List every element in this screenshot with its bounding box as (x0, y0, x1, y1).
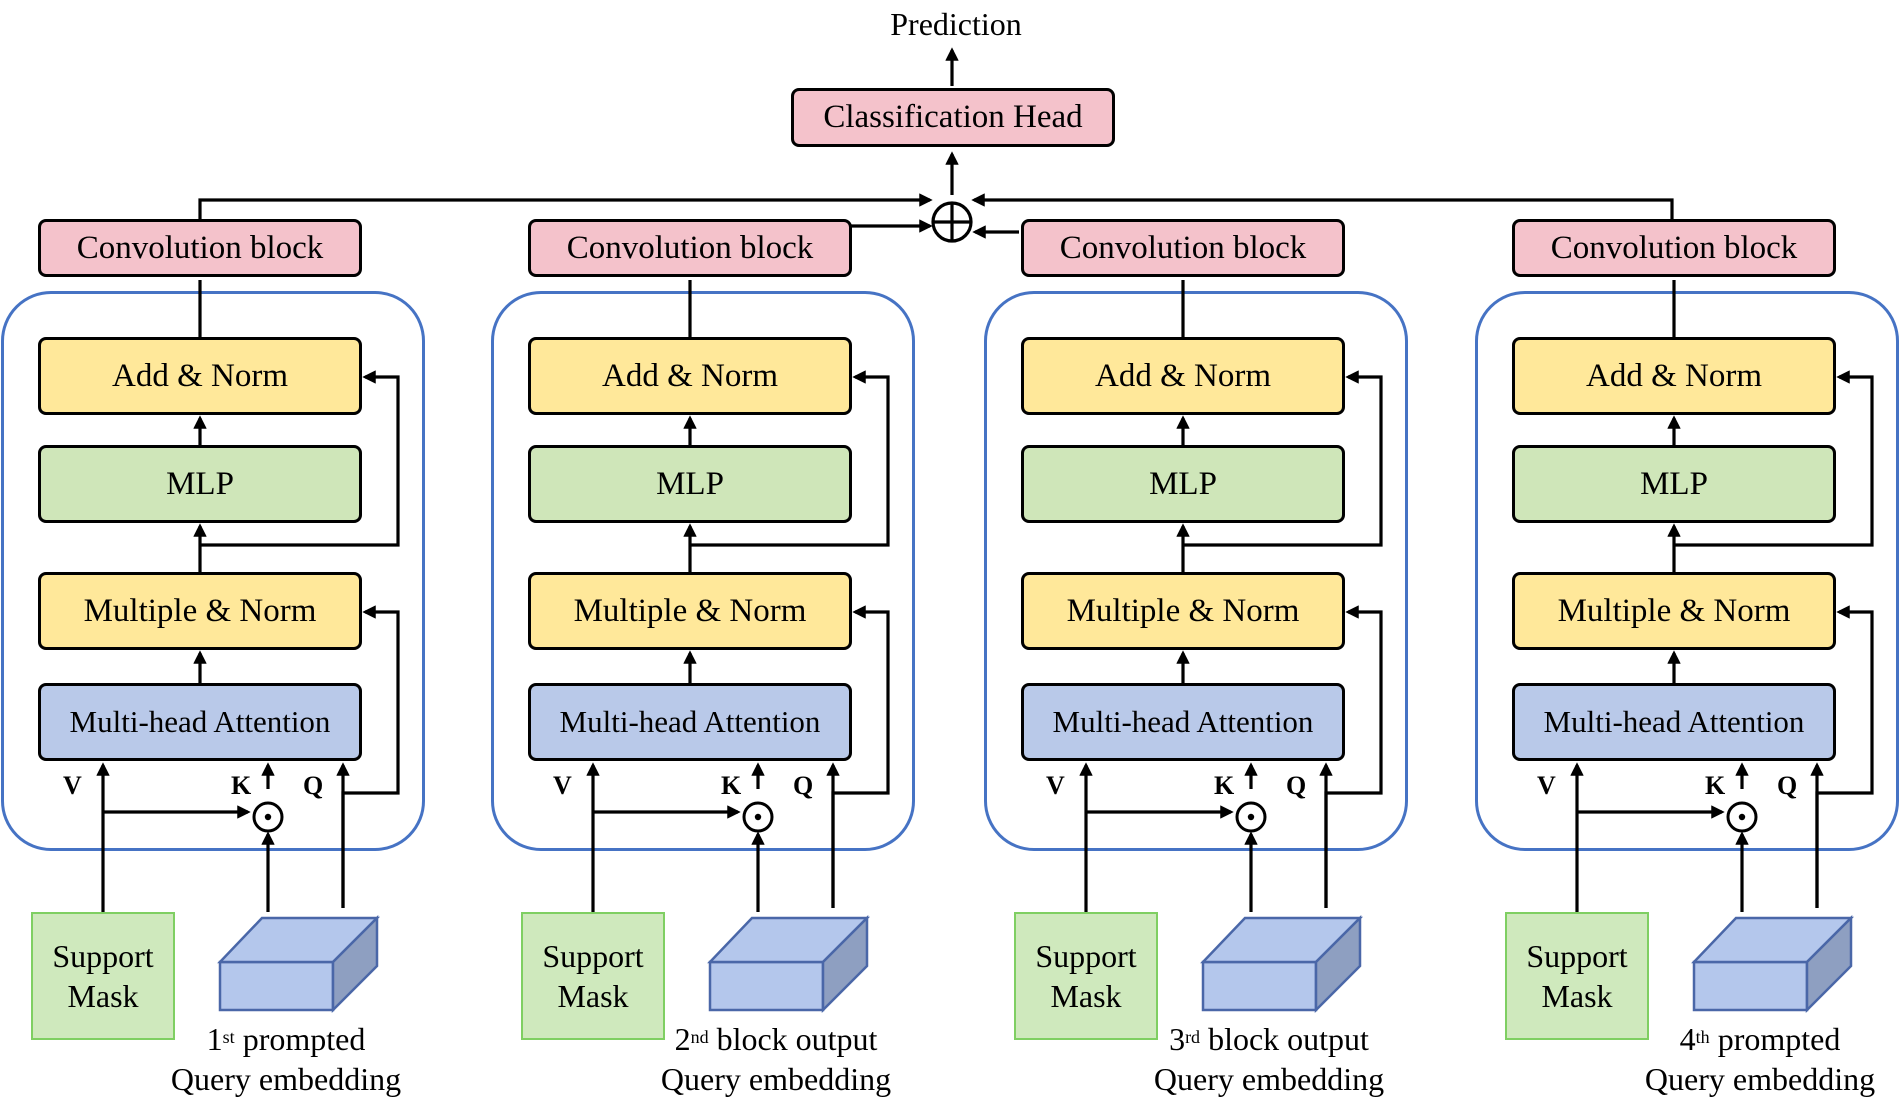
multiple-norm-box: Multiple & Norm (38, 572, 362, 650)
caption-ordinal: st (222, 1027, 235, 1047)
value-label: V (1537, 771, 1556, 800)
caption-line1: 4th prompted (1600, 1019, 1900, 1059)
query-embedding-cube-icon (707, 914, 871, 1014)
caption-line2: Query embedding (170, 1061, 402, 1097)
caption-line1: 3rd block output (1109, 1019, 1429, 1059)
key-label: K (231, 771, 252, 800)
dot-product-icon (1726, 801, 1758, 833)
dot-product-icon (1235, 801, 1267, 833)
mlp-box: MLP (1512, 445, 1836, 523)
multiple-norm-box: Multiple & Norm (528, 572, 852, 650)
caption-line2: Query embedding (1153, 1061, 1385, 1097)
value-label: V (1046, 771, 1065, 800)
caption-line2: Query embedding (660, 1061, 892, 1097)
add-norm-box: Add & Norm (1512, 337, 1836, 415)
caption-rest: block output (708, 1021, 878, 1057)
residual-to-add-norm (690, 370, 890, 547)
mlp-box: MLP (38, 445, 362, 523)
add-norm-box: Add & Norm (528, 337, 852, 415)
caption-ordinal: th (1695, 1027, 1710, 1047)
convolution-block: Convolution block (1512, 219, 1836, 277)
caption-rest: prompted (234, 1021, 366, 1057)
classification-head: Classification Head (791, 88, 1115, 147)
multi-head-attention-box: Multi-head Attention (1512, 683, 1836, 761)
key-label: K (1705, 771, 1726, 800)
caption-number: 2 (674, 1021, 691, 1057)
conv4-to-sum (971, 193, 1674, 220)
dot-product-icon (742, 801, 774, 833)
query-label: Q (793, 771, 814, 800)
query-label: Q (1777, 771, 1798, 800)
multiple-norm-box: Multiple & Norm (1021, 572, 1345, 650)
attention-block-container (491, 291, 915, 851)
support-mask-line1: Support (1035, 938, 1137, 974)
convolution-block: Convolution block (528, 219, 852, 277)
attention-block-container (1, 291, 425, 851)
caption-number: 3 (1169, 1021, 1186, 1057)
query-embedding-cube-icon (217, 914, 381, 1014)
support-mask-line2: Mask (1050, 978, 1122, 1014)
caption-rest: prompted (1709, 1021, 1841, 1057)
residual-to-add-norm (1183, 370, 1383, 547)
value-label: V (553, 771, 572, 800)
query-embedding-cube-icon (1200, 914, 1364, 1014)
residual-to-add-norm (1674, 370, 1874, 547)
multi-head-attention-box: Multi-head Attention (1021, 683, 1345, 761)
key-label: K (721, 771, 742, 800)
query-embedding-cube-icon (1691, 914, 1855, 1014)
prediction-label: Prediction (890, 6, 1022, 42)
attention-block-container (984, 291, 1408, 851)
caption-number: 4 (1679, 1021, 1696, 1057)
multi-head-attention-box: Multi-head Attention (38, 683, 362, 761)
query-label: Q (303, 771, 324, 800)
support-mask-line2: Mask (67, 978, 139, 1014)
support-mask-line2: Mask (557, 978, 629, 1014)
attention-block-container (1475, 291, 1899, 851)
caption-number: 1 (206, 1021, 223, 1057)
sum-operator-icon (931, 201, 973, 243)
multiple-norm-box: Multiple & Norm (1512, 572, 1836, 650)
support-mask-line2: Mask (1541, 978, 1613, 1014)
support-mask-line1: Support (1526, 938, 1628, 974)
mlp-box: MLP (528, 445, 852, 523)
caption-line1: 2nd block output (616, 1019, 936, 1059)
support-mask-line1: Support (542, 938, 644, 974)
add-norm-box: Add & Norm (1021, 337, 1345, 415)
caption-line2: Query embedding (1644, 1061, 1876, 1097)
conv1-to-sum (198, 193, 933, 220)
mlp-box: MLP (1021, 445, 1345, 523)
caption-rest: block output (1200, 1021, 1369, 1057)
convolution-block: Convolution block (38, 219, 362, 277)
add-norm-box: Add & Norm (38, 337, 362, 415)
support-mask-line1: Support (52, 938, 154, 974)
multi-head-attention-box: Multi-head Attention (528, 683, 852, 761)
caption-ordinal: rd (1185, 1027, 1201, 1047)
residual-to-add-norm (200, 370, 400, 547)
query-label: Q (1286, 771, 1307, 800)
caption-line1: 1st prompted (126, 1019, 446, 1059)
dot-product-icon (252, 801, 284, 833)
convolution-block: Convolution block (1021, 219, 1345, 277)
key-label: K (1214, 771, 1235, 800)
value-label: V (63, 771, 82, 800)
caption-ordinal: nd (690, 1027, 709, 1047)
